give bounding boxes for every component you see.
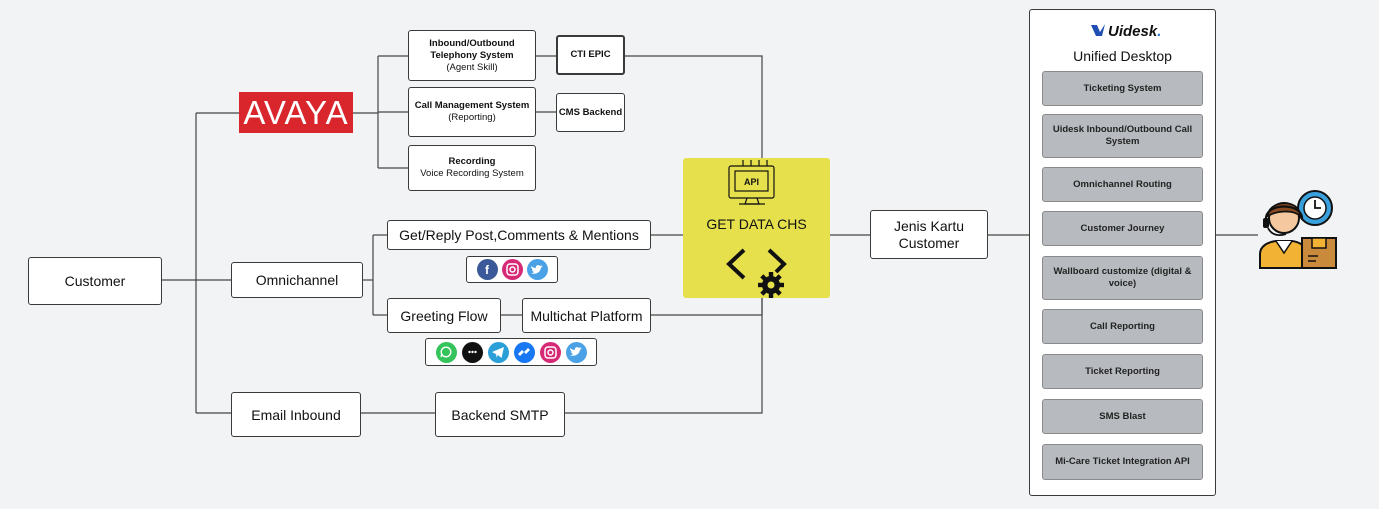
panel-item-customer-journey: Customer Journey — [1042, 211, 1203, 246]
uidesk-logo-text: Uidesk. — [1108, 23, 1161, 40]
cti-epic-node: CTI EPIC — [556, 35, 625, 75]
agent-avatar-icon — [1259, 190, 1337, 269]
panel-item-label: Wallboard customize (digital & voice) — [1053, 266, 1192, 289]
cti-epic-label: CTI EPIC — [570, 49, 611, 60]
greeting-flow-label: Greeting Flow — [400, 307, 488, 324]
panel-item-label: Ticket Reporting — [1085, 365, 1160, 377]
greeting-flow-node: Greeting Flow — [387, 298, 501, 333]
panel-item-omnichannel-routing: Omnichannel Routing — [1042, 167, 1203, 202]
panel-item-call-system: Uidesk Inbound/Outbound Call System — [1042, 114, 1203, 158]
panel-item-label: Ticketing System — [1083, 82, 1162, 94]
uidesk-logo: Uidesk. — [1090, 21, 1161, 41]
panel-title: Unified Desktop — [1073, 48, 1172, 64]
api-label: API — [744, 177, 759, 187]
panel-item-label: Omnichannel Routing — [1073, 178, 1172, 190]
uidesk-logo-icon — [1091, 24, 1105, 36]
call-management-title: Call Management System — [414, 100, 530, 111]
api-monitor-icon: API — [728, 160, 775, 205]
recording-title: Recording — [448, 156, 496, 167]
panel-item-call-reporting: Call Reporting — [1042, 309, 1203, 344]
whatsapp-icon — [435, 341, 457, 363]
customer-label: Customer — [64, 273, 126, 289]
telephony-subtitle: (Agent Skill) — [446, 61, 498, 73]
twitter-icon — [565, 341, 587, 363]
uidesk-logo-dot: . — [1157, 22, 1162, 40]
panel-item-ticket-reporting: Ticket Reporting — [1042, 354, 1203, 389]
recording-subtitle: Voice Recording System — [420, 168, 524, 179]
panel-item-label: Call Reporting — [1090, 320, 1155, 332]
uidesk-logo-word: Uidesk — [1108, 22, 1158, 40]
call-management-subtitle: (Reporting) — [448, 112, 496, 123]
social-icons-top: f — [466, 256, 558, 283]
customer-node: Customer — [28, 257, 162, 305]
instagram-icon — [539, 341, 561, 363]
unified-desktop-panel: Uidesk. Unified Desktop Ticketing System… — [1029, 9, 1216, 496]
panel-item-label: SMS Blast — [1099, 410, 1146, 422]
multichat-label: Multichat Platform — [530, 307, 643, 324]
messenger-icon — [513, 341, 535, 363]
multichat-node: Multichat Platform — [522, 298, 651, 333]
omnichannel-node: Omnichannel — [231, 262, 363, 298]
backend-smtp-node: Backend SMTP — [435, 392, 565, 437]
omnichannel-label: Omnichannel — [255, 272, 339, 288]
panel-item-sms-blast: SMS Blast — [1042, 399, 1203, 434]
telegram-icon — [487, 341, 509, 363]
recording-node: Recording Voice Recording System — [408, 145, 536, 191]
chat-icon — [461, 341, 483, 363]
email-inbound-label: Email Inbound — [251, 406, 341, 423]
cms-backend-label: CMS Backend — [558, 106, 623, 118]
get-data-chs-node: API GET DATA CHS — [683, 158, 830, 298]
social-icons-bottom — [425, 338, 597, 366]
facebook-icon: f — [476, 259, 498, 280]
instagram-icon — [501, 259, 523, 280]
telephony-title: Inbound/Outbound Telephony System — [429, 37, 515, 61]
cms-backend-node: CMS Backend — [556, 93, 625, 132]
email-inbound-node: Email Inbound — [231, 392, 361, 437]
jenis-kartu-node: Jenis Kartu Customer — [870, 210, 988, 259]
avaya-logo-text: AVAYA — [243, 93, 349, 131]
panel-item-ticketing: Ticketing System — [1042, 71, 1203, 106]
backend-smtp-label: Backend SMTP — [451, 406, 549, 423]
call-management-node: Call Management System (Reporting) — [408, 87, 536, 137]
panel-item-label: Uidesk Inbound/Outbound Call System — [1052, 124, 1193, 147]
get-data-label: GET DATA CHS — [706, 216, 807, 232]
telephony-node: Inbound/Outbound Telephony System (Agent… — [408, 30, 536, 81]
jenis-kartu-label: Jenis Kartu Customer — [893, 217, 965, 251]
get-reply-node: Get/Reply Post,Comments & Mentions — [387, 220, 651, 250]
twitter-icon — [526, 259, 548, 280]
panel-item-wallboard: Wallboard customize (digital & voice) — [1042, 256, 1203, 300]
panel-item-micare-api: Mi-Care Ticket Integration API — [1042, 444, 1203, 480]
get-reply-label: Get/Reply Post,Comments & Mentions — [399, 227, 639, 243]
code-gear-icon — [726, 248, 787, 298]
panel-item-label: Mi-Care Ticket Integration API — [1055, 456, 1190, 467]
avaya-logo: AVAYA — [239, 92, 353, 133]
panel-item-label: Customer Journey — [1080, 222, 1165, 234]
